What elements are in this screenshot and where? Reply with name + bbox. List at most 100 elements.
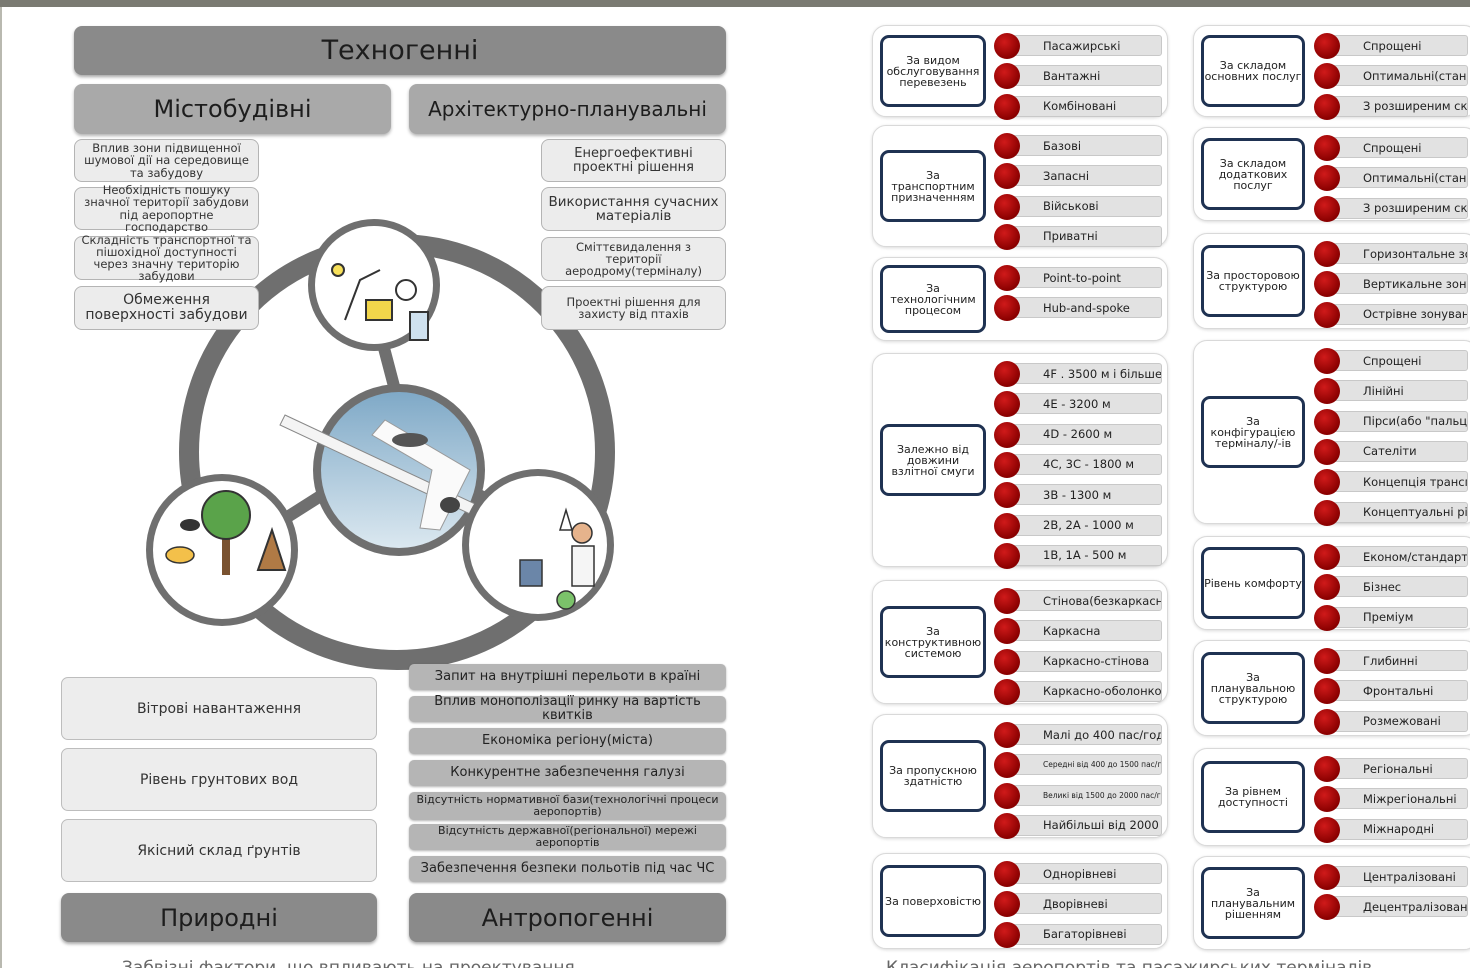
- classification-group-title: За пропускною здатністю: [880, 740, 986, 812]
- bullet-dot-icon: [1314, 574, 1340, 601]
- bullet-dot-icon: [1314, 786, 1340, 813]
- classification-group-title: За технологічним процесом: [880, 265, 986, 333]
- classification-group-title: За рівнем доступності: [1201, 761, 1305, 833]
- classification-group-title: За конструктивною системою: [880, 606, 986, 678]
- classification-item: Регіональні: [1328, 758, 1468, 779]
- classification-group-title: За планувальною структурою: [1201, 652, 1305, 724]
- classification-item: Концептуальні рішення: [1328, 501, 1468, 523]
- classification-item: Стінова(безкаркасна): [1008, 590, 1162, 611]
- bullet-dot-icon: [994, 752, 1020, 779]
- classification-item: Каркасно-оболонкова: [1008, 680, 1162, 702]
- anthropogenic-factor: Запит на внутрішні перельоти в країні: [409, 664, 726, 690]
- classification-item: Фронтальні: [1328, 680, 1468, 702]
- anthropogenic-factor: Економіка регіону(міста): [409, 728, 726, 754]
- bullet-dot-icon: [1314, 864, 1340, 890]
- bullet-dot-icon: [994, 265, 1020, 291]
- technology-icon: [331, 263, 429, 341]
- nature-icon: [165, 490, 287, 575]
- bullet-dot-icon: [994, 648, 1020, 675]
- classification-item: Острівне зонування: [1328, 303, 1468, 325]
- bullet-dot-icon: [1314, 165, 1340, 192]
- classification-item: Запасні: [1008, 165, 1162, 187]
- bullet-dot-icon: [1314, 348, 1340, 374]
- classification-group-title: За поверховістю: [880, 865, 986, 937]
- classification-item: Лінійні: [1328, 380, 1468, 402]
- urban-header: Містобудівні: [74, 84, 391, 134]
- natural-factor: Вітрові навантаження: [61, 677, 377, 740]
- bullet-dot-icon: [994, 193, 1020, 220]
- classification-item: Малі до 400 пас/год: [1008, 724, 1162, 745]
- window-left-edge: [0, 7, 2, 968]
- bullet-dot-icon: [1314, 301, 1340, 328]
- classification-item: Пасажирські: [1008, 35, 1162, 56]
- classification-group-title: За планувальним рішенням: [1201, 867, 1305, 939]
- arch-factor: Використання сучасних матеріалів: [541, 187, 726, 231]
- classification-item: Концепція транспортера: [1328, 471, 1468, 493]
- classification-item: 2B, 2A - 1000 м: [1008, 514, 1162, 536]
- bullet-dot-icon: [1314, 756, 1340, 782]
- factors-circle-diagram: [146, 219, 615, 670]
- classification-item: Оптимальні(стандартні): [1328, 167, 1468, 189]
- left-caption: Забвізні фактори, що впливають на проект…: [122, 958, 575, 968]
- bullet-dot-icon: [1314, 708, 1340, 735]
- anthropogenic-header: Антропогенні: [409, 893, 726, 942]
- bullet-dot-icon: [994, 588, 1020, 614]
- classification-item: Каркасна: [1008, 620, 1162, 642]
- bullet-dot-icon: [1314, 378, 1340, 405]
- classification-item: Військові: [1008, 195, 1162, 217]
- classification-item: Бізнес: [1328, 576, 1468, 598]
- airplane-icon: [279, 414, 521, 536]
- classification-item: З розширеним складом послуг: [1328, 95, 1468, 117]
- bullet-dot-icon: [994, 295, 1020, 322]
- urban-factor: Обмеження поверхності забудови: [74, 286, 259, 330]
- bullet-dot-icon: [994, 163, 1020, 190]
- window-top-bar: [0, 0, 1470, 7]
- natural-factor: Рівень грунтових вод: [61, 748, 377, 811]
- bullet-dot-icon: [1314, 135, 1340, 161]
- classification-item: 4E - 3200 м: [1008, 393, 1162, 415]
- bullet-dot-icon: [994, 891, 1020, 918]
- classification-item: 4D - 2600 м: [1008, 423, 1162, 445]
- bullet-dot-icon: [994, 451, 1020, 478]
- bullet-dot-icon: [994, 812, 1020, 839]
- bullet-dot-icon: [994, 678, 1020, 705]
- classification-item: 1B, 1A - 500 м: [1008, 544, 1162, 566]
- bullet-dot-icon: [1314, 678, 1340, 705]
- classification-group-title: Залежно від довжини взлітної смуги: [880, 424, 986, 496]
- natural-header: Природні: [61, 893, 377, 942]
- classification-item: 4C, 3C - 1800 м: [1008, 453, 1162, 475]
- classification-item: Економ/стандарт: [1328, 546, 1468, 567]
- bullet-dot-icon: [1314, 816, 1340, 843]
- urban-factor: Вплив зони підвищенної шумової дії на се…: [74, 139, 259, 182]
- anthropogenic-factor: Відсутність нормативної бази(технологічн…: [409, 792, 726, 820]
- classification-item: Середні від 400 до 1500 пас/год: [1008, 754, 1162, 776]
- urban-factor: Необхідність пошуку значної території за…: [74, 184, 259, 233]
- classification-item: Глибинні: [1328, 650, 1468, 671]
- bullet-dot-icon: [1314, 241, 1340, 267]
- classification-item: Базові: [1008, 135, 1162, 156]
- classification-item: Міжрегіональні: [1328, 788, 1468, 810]
- arch-factor: Проектні рішення для захисту від птахів: [541, 286, 726, 330]
- bullet-dot-icon: [994, 391, 1020, 418]
- classification-item: Приватні: [1008, 225, 1162, 247]
- classification-item: Спрощені: [1328, 350, 1468, 371]
- bullet-dot-icon: [1314, 63, 1340, 90]
- classification-item: Децентралізовані: [1328, 896, 1468, 918]
- classification-group-title: За конфігурацією терміналу/-ів: [1201, 396, 1305, 468]
- bullet-dot-icon: [1314, 195, 1340, 222]
- bullet-dot-icon: [994, 512, 1020, 539]
- classification-item: Point-to-point: [1008, 267, 1162, 288]
- classification-item: Вертикальне зонування: [1328, 273, 1468, 295]
- bullet-dot-icon: [994, 93, 1020, 120]
- classification-group-title: За транспортним призначенням: [880, 150, 986, 222]
- classification-item: Однорівневі: [1008, 863, 1162, 884]
- classification-item: Спрощені: [1328, 137, 1468, 158]
- classification-item: Горизонтальне зонування: [1328, 243, 1468, 264]
- classification-item: Комбіновані: [1008, 95, 1162, 117]
- classification-item: Hub-and-spoke: [1008, 297, 1162, 319]
- classification-item: Каркасно-стінова: [1008, 650, 1162, 672]
- classification-group-title: За складом основних послуг: [1201, 35, 1305, 107]
- anthropogenic-factor: Забезпечення безпеки польотів під час ЧС: [409, 856, 726, 882]
- classification-item: Багаторівневі: [1008, 923, 1162, 945]
